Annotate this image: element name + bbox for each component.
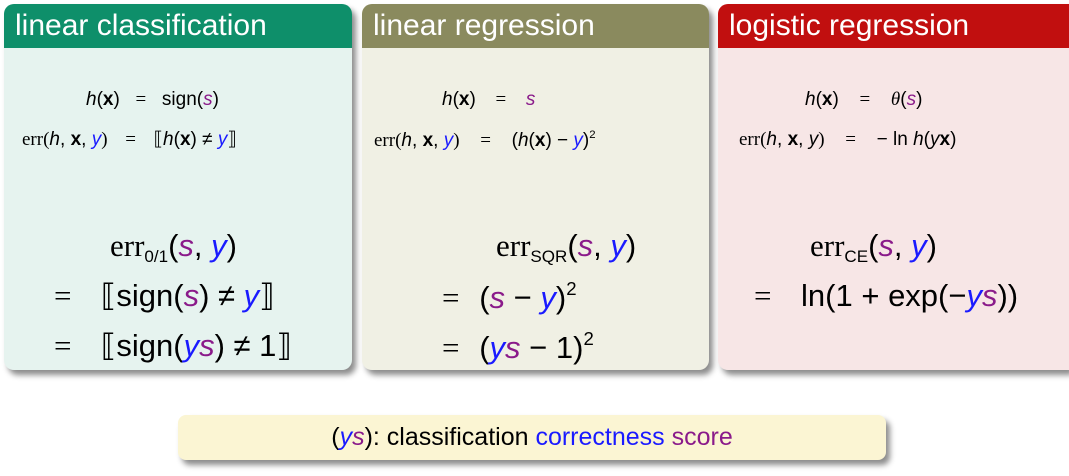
h-definition: h(x) = sign(s) — [86, 89, 219, 110]
panel-title: linear regression — [362, 4, 709, 48]
panel-linear-classification: linear classification h(x) = sign(s) err… — [4, 4, 352, 370]
panel-logistic-regression: logistic regression h(x) = θ(s) err(h, x… — [718, 4, 1069, 370]
err-definition: err(h, x, y) = − ln h(yx) — [739, 129, 957, 150]
panel-title: linear classification — [4, 4, 352, 48]
err-sqr-line2: = (ys − 1)2 — [442, 328, 594, 366]
panel-title: logistic regression — [718, 4, 1069, 48]
err-ce-lhs: errCE(s, y) — [810, 228, 937, 266]
h-definition: h(x) = θ(s) — [805, 89, 923, 110]
err-01-lhs: err0/1(s, y) — [110, 228, 237, 266]
h-definition: h(x) = s — [442, 89, 536, 110]
err-definition: err(h, x, y) = (h(x) − y)2 — [374, 129, 596, 151]
err-01-line1: = ⟦sign(s) ≠ y⟧ — [54, 278, 275, 314]
err-01-line2: = ⟦sign(ys) ≠ 1⟧ — [54, 328, 292, 364]
err-sqr-line1: = (s − y)2 — [442, 278, 577, 316]
correctness-score-note: (ys): classification correctness score — [178, 415, 886, 460]
panel-linear-regression: linear regression h(x) = s err(h, x, y) … — [362, 4, 709, 370]
err-sqr-lhs: errSQR(s, y) — [496, 228, 637, 266]
err-ce-line1: = ln(1 + exp(−ys)) — [754, 278, 1019, 313]
score-word: score — [671, 423, 733, 451]
correctness-word: correctness — [535, 423, 665, 451]
err-definition: err(h, x, y) = ⟦h(x) ≠ y⟧ — [22, 128, 237, 150]
